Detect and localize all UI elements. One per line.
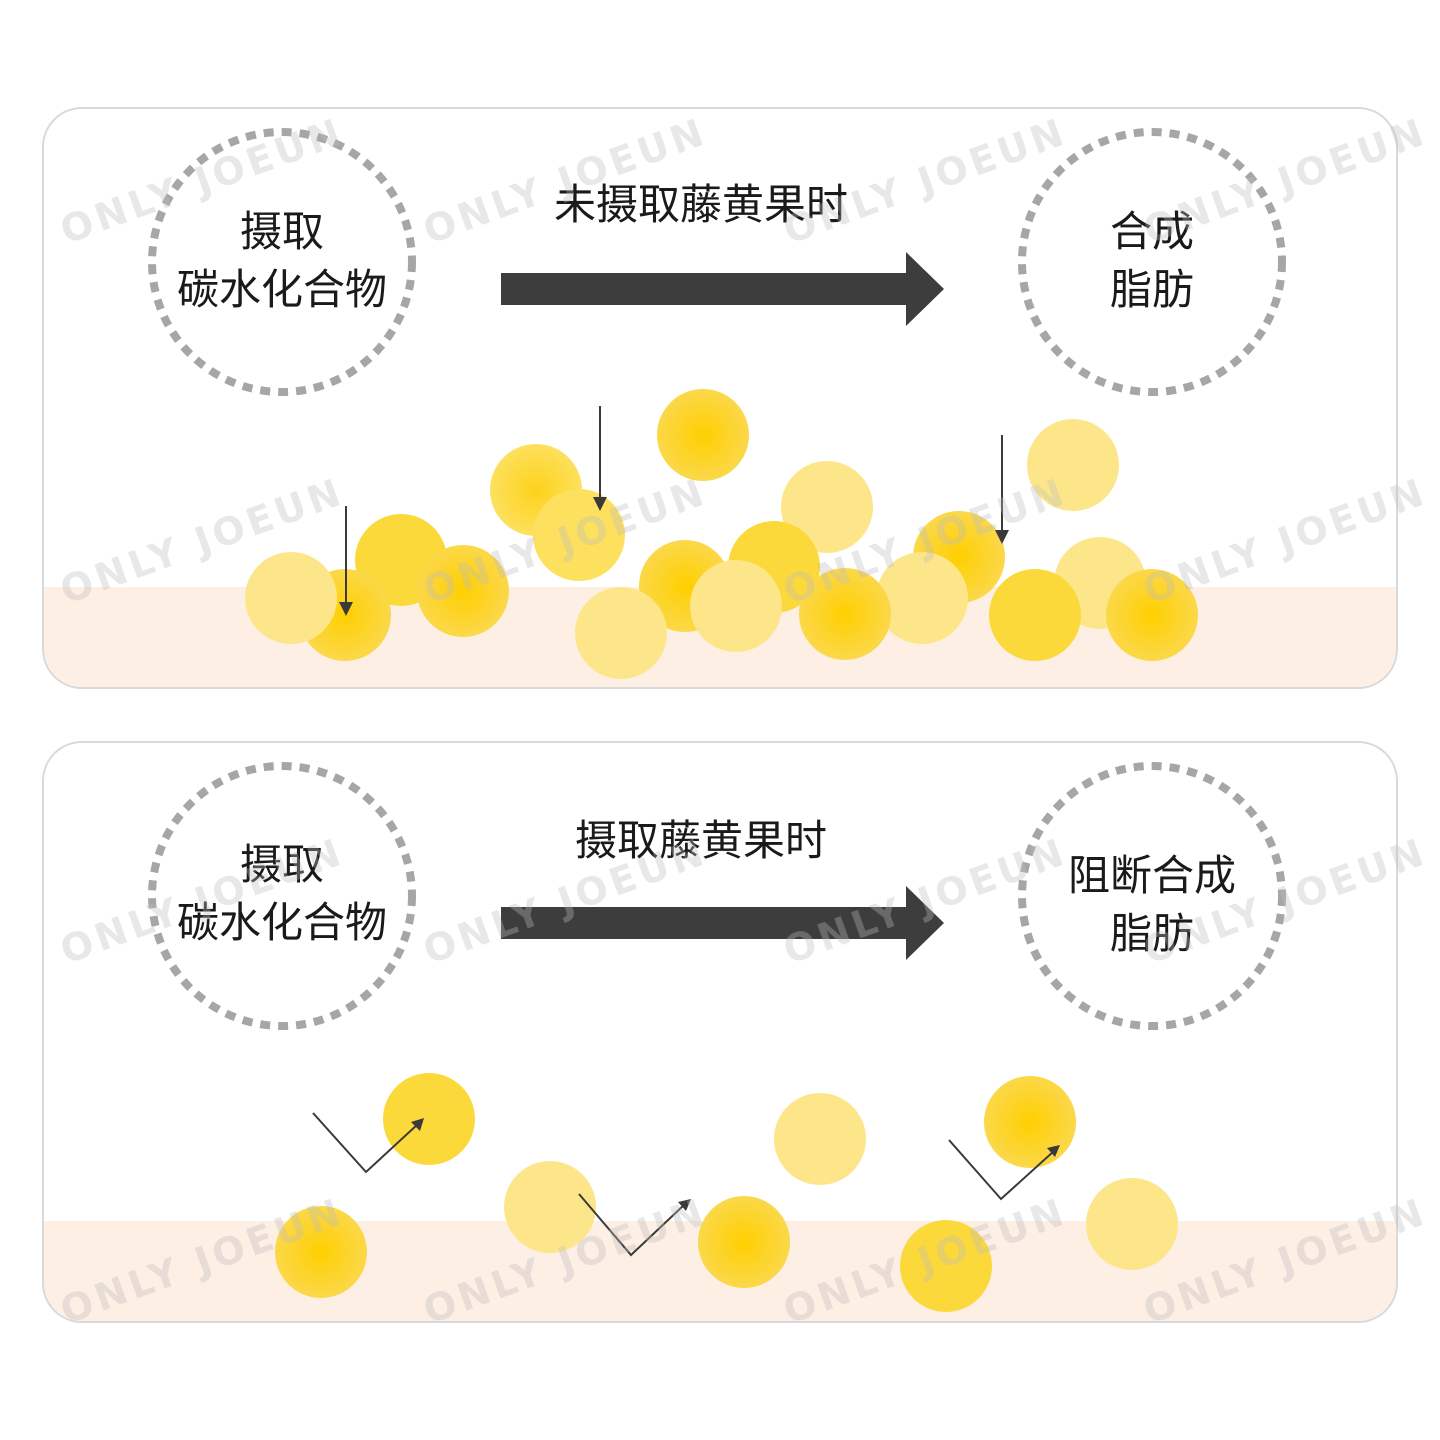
arrow-caption: 未摄取藤黄果时 <box>501 180 901 230</box>
result-label: 合成 脂肪 <box>1022 203 1282 319</box>
intake-label: 摄取 碳水化合物 <box>152 836 412 952</box>
result-label: 阻断合成 脂肪 <box>1022 847 1282 963</box>
result-label-line1: 阻断合成 <box>1022 847 1282 905</box>
result-label-line2: 脂肪 <box>1022 261 1282 319</box>
intake-label-line1: 摄取 <box>152 836 412 894</box>
fat-balls <box>275 1073 1178 1312</box>
process-arrow <box>501 886 944 960</box>
intake-label-line2: 碳水化合物 <box>152 261 412 319</box>
intake-label: 摄取 碳水化合物 <box>152 203 412 319</box>
intake-label-line2: 碳水化合物 <box>152 894 412 952</box>
result-label-line1: 合成 <box>1022 203 1282 261</box>
fat-balls <box>245 389 1198 679</box>
arrow-caption: 摄取藤黄果时 <box>501 816 901 866</box>
process-arrow <box>501 252 944 326</box>
result-label-line2: 脂肪 <box>1022 905 1282 963</box>
intake-label-line1: 摄取 <box>152 203 412 261</box>
panel-without-garcinia: 摄取 碳水化合物 未摄取藤黄果时 合成 脂肪 <box>42 107 1398 689</box>
panel-with-garcinia: 摄取 碳水化合物 摄取藤黄果时 阻断合成 脂肪 <box>42 741 1398 1323</box>
